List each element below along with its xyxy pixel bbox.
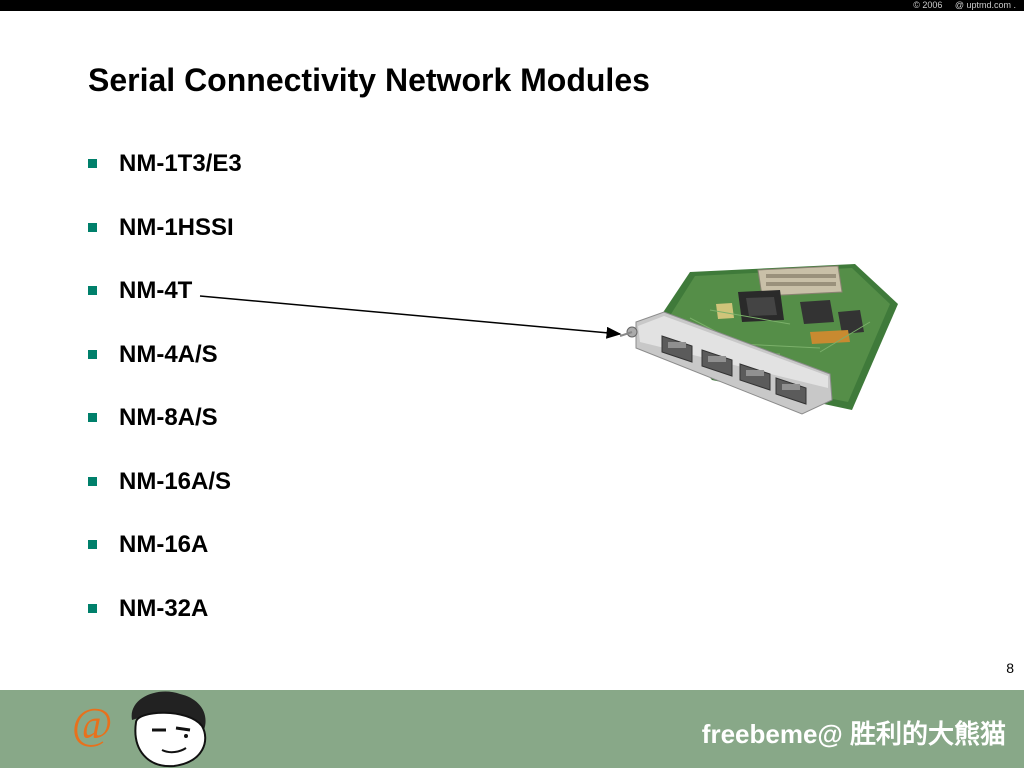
list-item: NM-8A/S xyxy=(88,402,242,466)
top-bar: © 2006 @ uptmd.com . xyxy=(0,0,1024,11)
list-item: NM-32A xyxy=(88,593,242,657)
square-bullet-icon xyxy=(88,222,97,232)
page-number: 8 xyxy=(1006,660,1014,676)
list-item: NM-16A/S xyxy=(88,466,242,530)
bullet-list: NM-1T3/E3 NM-1HSSI NM-4T NM-4A/S NM-8A/S… xyxy=(88,148,242,656)
footer-banner: @ freebeme@ 胜利的大熊猫 xyxy=(0,690,1024,768)
bullet-text: NM-8A/S xyxy=(119,404,218,431)
square-bullet-icon xyxy=(88,286,97,295)
bullet-text: NM-1HSSI xyxy=(119,213,234,241)
list-item: NM-16A xyxy=(88,529,242,593)
network-module-photo xyxy=(620,264,898,415)
square-bullet-icon xyxy=(88,603,97,613)
bullet-text: NM-16A xyxy=(119,531,209,558)
square-bullet-icon xyxy=(88,159,97,168)
copyright-text: © 2006 @ uptmd.com . xyxy=(913,0,1016,10)
cartoon-face-avatar xyxy=(131,691,207,768)
bullet-text: NM-1T3/E3 xyxy=(119,150,242,177)
bullet-text: NM-16A/S xyxy=(119,467,232,495)
square-bullet-icon xyxy=(88,349,97,359)
list-item: NM-1HSSI xyxy=(88,212,242,276)
list-item: NM-1T3/E3 xyxy=(88,148,242,212)
square-bullet-icon xyxy=(88,476,97,486)
list-item: NM-4T xyxy=(88,275,242,339)
list-item: NM-4A/S xyxy=(88,339,242,403)
slide-title: Serial Connectivity Network Modules xyxy=(88,62,650,98)
square-bullet-icon xyxy=(88,540,97,549)
bullet-text: NM-4T xyxy=(119,277,193,304)
bullet-text: NM-4A/S xyxy=(119,340,218,368)
square-bullet-icon xyxy=(88,413,97,422)
bullet-text: NM-32A xyxy=(119,594,209,622)
at-symbol-logo: @ xyxy=(72,699,113,748)
footer-brand-text: freebeme@ 胜利的大熊猫 xyxy=(701,719,1006,749)
